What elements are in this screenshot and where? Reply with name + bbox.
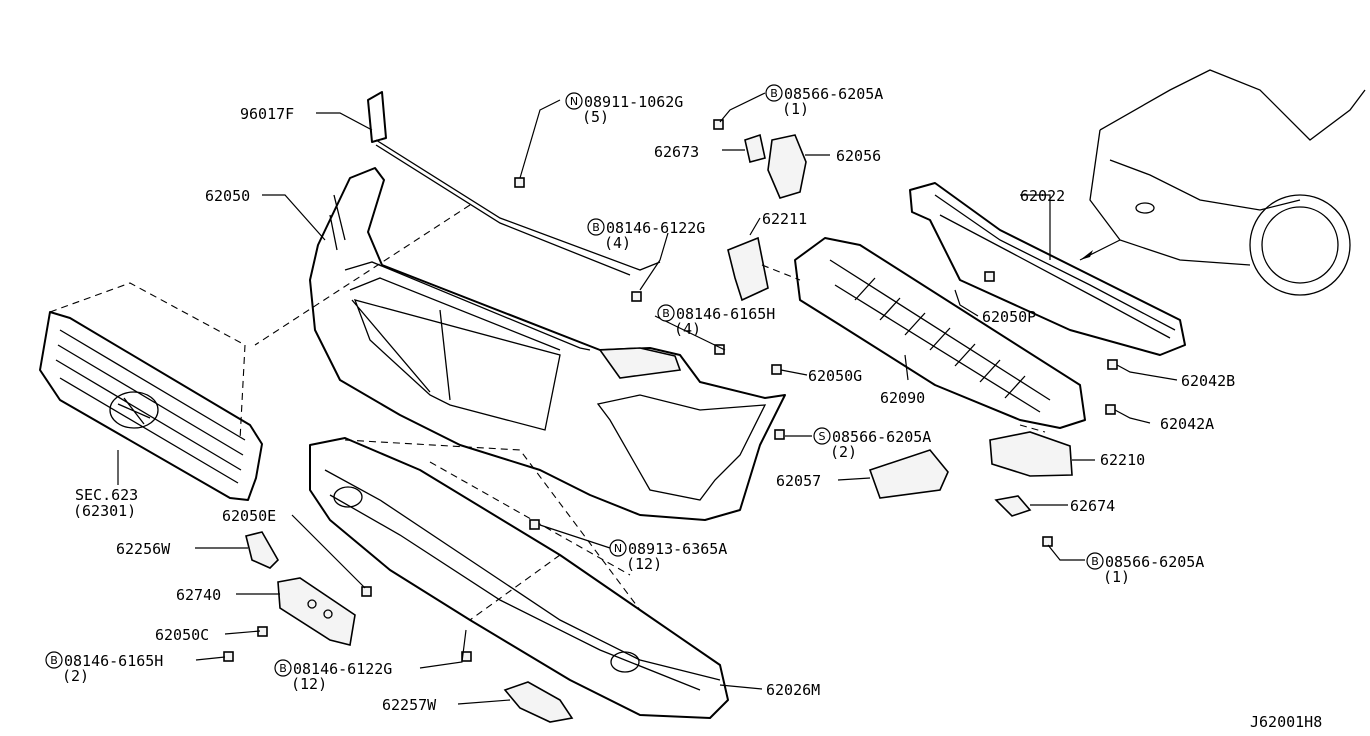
label-62257w: 62257W <box>382 696 437 714</box>
b-prefix-icon <box>587 218 605 236</box>
vehicle-inset <box>1079 69 1366 296</box>
leader-lines <box>117 92 1178 705</box>
bracket-62673 <box>744 133 766 163</box>
label-08146-6165h-bot-qty: (2) <box>62 667 89 685</box>
label-62026m: 62026M <box>766 681 820 699</box>
label-08911-1062g: 08911-1062G <box>584 93 683 111</box>
label-08146-6165h-top: 08146-6165H <box>676 305 775 323</box>
label-08566-top-qty: (1) <box>782 100 809 118</box>
fasteners <box>223 119 1118 662</box>
label-08146-6122g-top: 08146-6122G <box>606 219 705 237</box>
label-62256w: 62256W <box>116 540 171 558</box>
reinforcement-beam-62022 <box>909 182 1186 356</box>
label-08913-6365a: 08913-6365A <box>628 540 727 558</box>
n-prefix-icon <box>609 539 627 557</box>
label-62210: 62210 <box>1100 451 1145 469</box>
labels: 96017F 62050 N 08911-1062G (5) B 08566-6… <box>45 84 1322 731</box>
b-prefix-letter: B <box>592 221 600 234</box>
b-prefix-icon <box>1086 552 1104 570</box>
label-62056: 62056 <box>836 147 881 165</box>
label-62740: 62740 <box>176 586 221 604</box>
b-prefix-letter: B <box>279 662 287 675</box>
label-08913-qty: (12) <box>626 555 662 573</box>
b-prefix-icon <box>765 84 783 102</box>
b-prefix-icon <box>657 304 675 322</box>
diagram-code: J62001H8 <box>1250 713 1322 731</box>
label-08911-qty: (5) <box>582 108 609 126</box>
energy-absorber-62090 <box>794 237 1086 429</box>
s-prefix-icon <box>813 427 831 445</box>
spacer-62210 <box>989 424 1073 477</box>
s-prefix-letter: S <box>819 430 826 443</box>
label-08146-6165h-top-qty: (4) <box>674 320 701 338</box>
label-08146-6165h-bot: 08146-6165H <box>64 652 163 670</box>
label-62050g: 62050G <box>808 367 862 385</box>
b-prefix-icon <box>45 651 63 669</box>
label-sec623-sub: (62301) <box>73 502 136 520</box>
b-prefix-letter: B <box>662 307 670 320</box>
bracket-62056 <box>767 134 807 199</box>
label-08566-6205a-top: 08566-6205A <box>784 85 883 103</box>
front-grille <box>39 282 263 501</box>
b-prefix-letter: B <box>770 87 778 100</box>
b-prefix-icon <box>274 659 292 677</box>
n-prefix-letter: N <box>570 95 578 108</box>
label-62090: 62090 <box>880 389 925 407</box>
label-08566-mid-qty: (2) <box>830 443 857 461</box>
seal-strip-96017f <box>254 91 661 346</box>
label-62042b: 62042B <box>1181 372 1235 390</box>
label-62673: 62673 <box>654 143 699 161</box>
label-62057: 62057 <box>776 472 821 490</box>
license-bracket-62740 <box>277 577 356 646</box>
n-prefix-icon <box>565 92 583 110</box>
b-prefix-letter: B <box>50 654 58 667</box>
b-prefix-letter: B <box>1091 555 1099 568</box>
label-62674: 62674 <box>1070 497 1115 515</box>
bracket-62674 <box>994 495 1032 517</box>
label-62050p: 62050P <box>982 308 1036 326</box>
label-08566-bot-qty: (1) <box>1103 568 1130 586</box>
bumper-fascia <box>309 167 786 521</box>
label-62022: 62022 <box>1020 187 1065 205</box>
bracket-62057 <box>868 449 949 499</box>
label-62050c: 62050C <box>155 626 209 644</box>
label-08146-6122g-bot-qty: (12) <box>291 675 327 693</box>
label-62042a: 62042A <box>1160 415 1214 433</box>
lower-bumper-62026m <box>309 437 729 719</box>
label-08146-6122g-bot: 08146-6122G <box>293 660 392 678</box>
label-08146-6122g-top-qty: (4) <box>604 234 631 252</box>
finisher-62257w <box>503 681 574 723</box>
label-62211: 62211 <box>762 210 807 228</box>
spacer-62211 <box>727 236 801 302</box>
label-96017f: 96017F <box>240 105 294 123</box>
label-08566-6205a-mid: 08566-6205A <box>832 428 931 446</box>
label-62050e: 62050E <box>222 507 276 525</box>
n-prefix-letter: N <box>614 542 622 555</box>
label-62050: 62050 <box>205 187 250 205</box>
label-sec623: SEC.623 <box>75 486 138 504</box>
finisher-62256w <box>245 531 279 569</box>
label-08566-6205a-bot: 08566-6205A <box>1105 553 1204 571</box>
